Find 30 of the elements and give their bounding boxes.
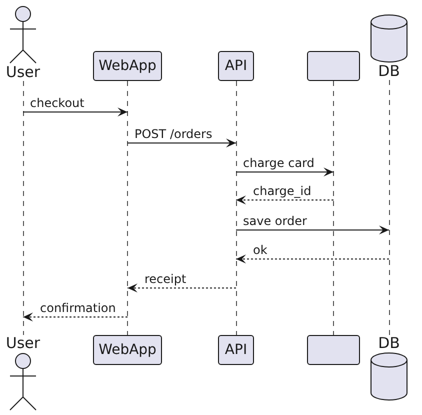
participant-label: User [6,335,40,352]
message-label: ok [252,243,268,257]
participant-box: API [218,51,254,81]
message-arrow [127,284,236,292]
message-arrow [236,226,390,234]
participant-box: API [218,335,254,365]
participant-label: DB [378,335,400,352]
participant-box: WebApp [93,51,162,81]
message-label: charge card [242,156,316,170]
participant-label: User [6,64,40,81]
participant-box [307,335,360,365]
lifeline [388,80,390,335]
message-arrow [127,138,236,148]
message-label: charge_id [252,184,312,198]
lifeline [333,81,334,335]
message-arrow [22,108,128,116]
message-label: POST /orders [134,127,214,141]
message-label: receipt [144,272,188,286]
message-label: save order [242,214,308,228]
participant-box [307,51,360,81]
participant-box: WebApp [93,335,162,365]
participant-label: DB [378,63,400,80]
lifeline [127,81,128,335]
message-label: confirmation [39,301,117,315]
message-arrow [22,312,128,322]
lifeline [22,81,24,335]
message-arrow [236,254,390,264]
message-arrow [236,168,334,176]
message-label: checkout [29,96,86,110]
message-arrow [236,196,334,204]
